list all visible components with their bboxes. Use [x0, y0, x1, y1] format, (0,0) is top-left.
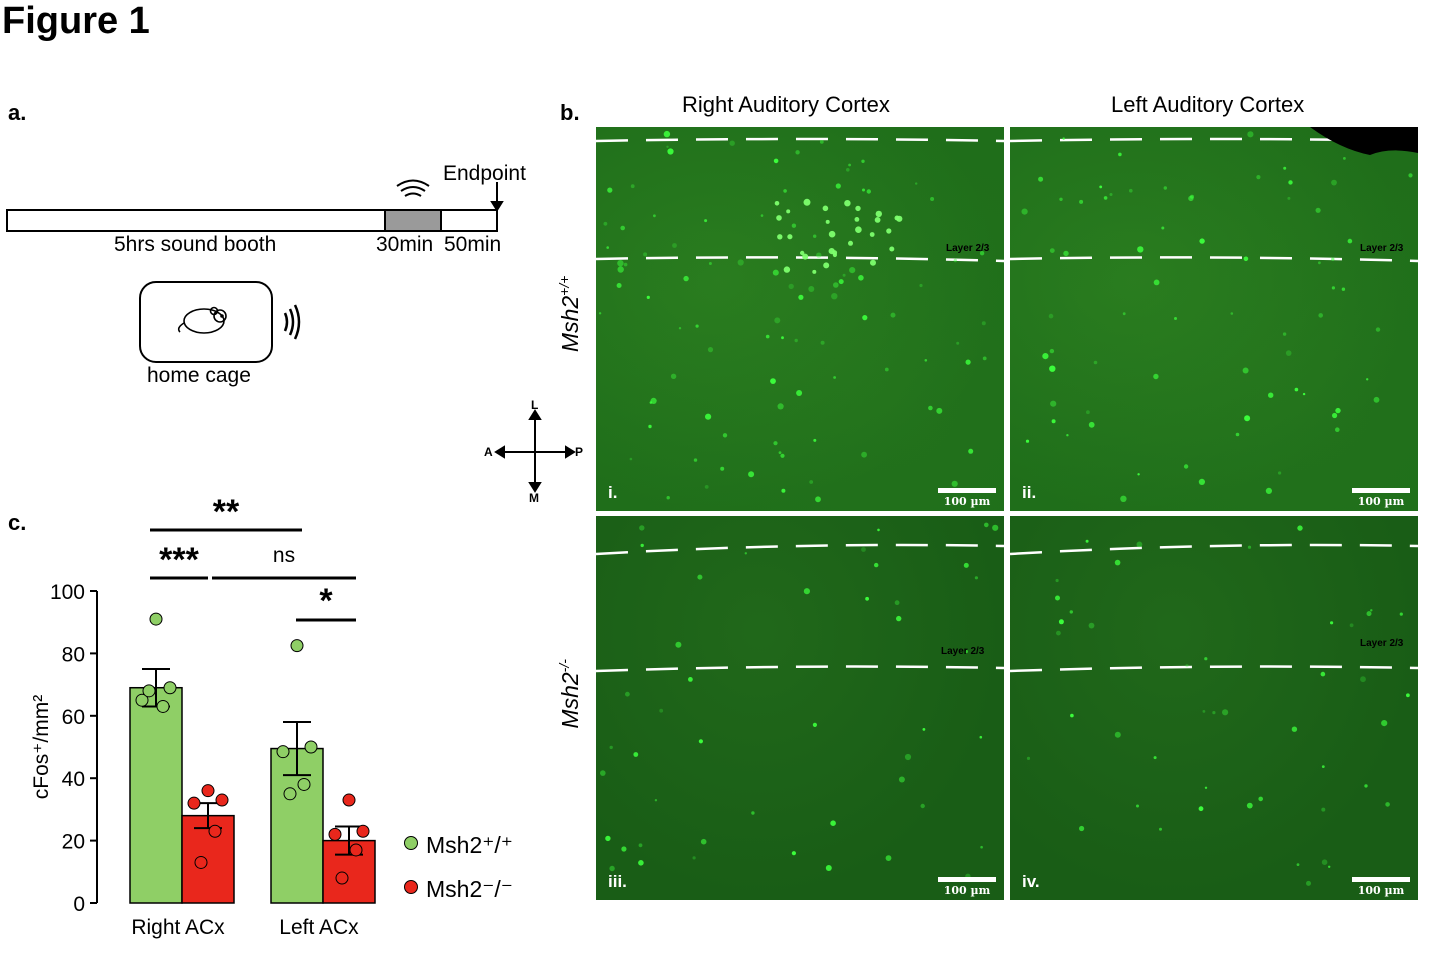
y-tick-label: 20 — [62, 831, 85, 854]
row-label-wildtype: Msh2+/+ — [556, 275, 583, 353]
data-point — [349, 843, 363, 857]
scale-bar-label: 100 µm — [943, 884, 991, 897]
legend-marker — [404, 836, 418, 850]
panel-roman-label: ii. — [1022, 483, 1037, 502]
data-point — [290, 639, 304, 653]
layer-label: Layer 2/3 — [946, 243, 990, 254]
panel-roman-label: i. — [608, 483, 618, 502]
row-label-knockout: Msh2-/- — [556, 659, 583, 729]
sound-wave-icon — [396, 179, 430, 197]
layer-boundary-lines — [1010, 127, 1418, 502]
panel-b-letter: b. — [560, 100, 580, 125]
layer-boundary-lines — [596, 130, 1004, 503]
scale-bar — [938, 488, 996, 493]
stim-duration-label: 30min — [376, 233, 434, 256]
scale-bar — [1352, 488, 1410, 493]
y-axis-label: cFos⁺/mm² — [30, 695, 53, 799]
figure-title: Figure 1 — [2, 0, 150, 42]
micrograph-panel-iii: Layer 2/3 iii. 100 µm — [596, 516, 1004, 900]
sound-booth-bar — [6, 209, 386, 232]
data-point — [342, 793, 356, 807]
legend-label: Msh2⁻/⁻ — [426, 876, 513, 902]
error-bar — [283, 721, 311, 777]
data-point — [163, 681, 177, 695]
data-point — [194, 855, 208, 869]
data-point — [356, 824, 370, 838]
y-tick-label: 0 — [73, 893, 85, 916]
layer-label: Layer 2/3 — [941, 646, 985, 657]
orientation-compass — [494, 409, 576, 493]
significance-label: * — [319, 582, 333, 620]
column-title-left: Left Auditory Cortex — [1111, 92, 1305, 117]
endpoint-label: Endpoint — [443, 162, 526, 185]
column-title-right: Right Auditory Cortex — [682, 92, 890, 117]
layer-boundary-lines — [596, 522, 1004, 879]
cage-sound-icon — [283, 304, 301, 340]
post-duration-label: 50min — [444, 233, 502, 256]
y-tick-label: 80 — [62, 643, 85, 666]
legend-marker — [404, 880, 418, 894]
home-cage-icon — [139, 281, 273, 363]
data-point — [276, 745, 290, 759]
significance-label: ns — [273, 544, 295, 567]
data-point — [149, 612, 163, 626]
compass-label-lateral: L — [531, 398, 539, 412]
y-axis: 0 20 40 60 80 100 — [50, 581, 98, 916]
scale-bar — [1352, 877, 1410, 882]
scale-bar-label: 100 µm — [1357, 884, 1405, 897]
stimulus-bar — [384, 209, 442, 232]
mouse-icon — [177, 306, 227, 334]
x-tick-label: Left ACx — [279, 916, 359, 939]
data-point — [335, 871, 349, 885]
data-point — [135, 693, 149, 707]
scale-bar-label: 100 µm — [943, 495, 991, 508]
panel-a-letter: a. — [8, 100, 27, 125]
data-point — [283, 787, 297, 801]
panel-roman-label: iv. — [1022, 872, 1040, 891]
scale-bar — [938, 877, 996, 882]
panel-c-letter: c. — [8, 510, 27, 535]
micrograph-panel-i: Layer 2/3 i. 100 µm — [596, 127, 1004, 511]
panel-roman-label: iii. — [608, 872, 627, 891]
y-tick-label: 40 — [62, 768, 85, 791]
data-point — [328, 827, 342, 841]
data-point — [208, 824, 222, 838]
timeline-diagram — [6, 179, 504, 363]
x-tick-label: Right ACx — [131, 916, 225, 939]
layer-boundary-lines — [1010, 525, 1418, 886]
layer-label: Layer 2/3 — [1360, 243, 1404, 254]
post-stim-bar — [440, 209, 498, 232]
micrograph-panel-ii: Layer 2/3 ii. 100 µm — [1010, 127, 1418, 511]
data-point — [215, 793, 229, 807]
home-cage-label: home cage — [147, 364, 251, 387]
booth-duration-label: 5hrs sound booth — [114, 233, 277, 256]
data-point — [201, 784, 215, 798]
data-point — [304, 740, 318, 754]
compass-label-anterior: A — [484, 445, 493, 459]
legend-label: Msh2⁺/⁺ — [426, 832, 513, 858]
compass-label-posterior: P — [575, 445, 584, 459]
y-tick-label: 100 — [50, 581, 85, 604]
significance-label: *** — [159, 541, 199, 579]
micrograph-panel-iv: Layer 2/3 iv. 100 µm — [1010, 516, 1418, 900]
endpoint-arrow — [490, 182, 504, 212]
compass-label-medial: M — [529, 491, 539, 505]
layer-label: Layer 2/3 — [1360, 638, 1404, 649]
significance-label: ** — [213, 493, 240, 531]
data-point — [297, 777, 311, 791]
bar — [129, 686, 183, 904]
y-tick-label: 60 — [62, 706, 85, 729]
data-point — [156, 699, 170, 713]
scale-bar-label: 100 µm — [1357, 495, 1405, 508]
data-point — [187, 796, 201, 810]
data-point — [142, 684, 156, 698]
